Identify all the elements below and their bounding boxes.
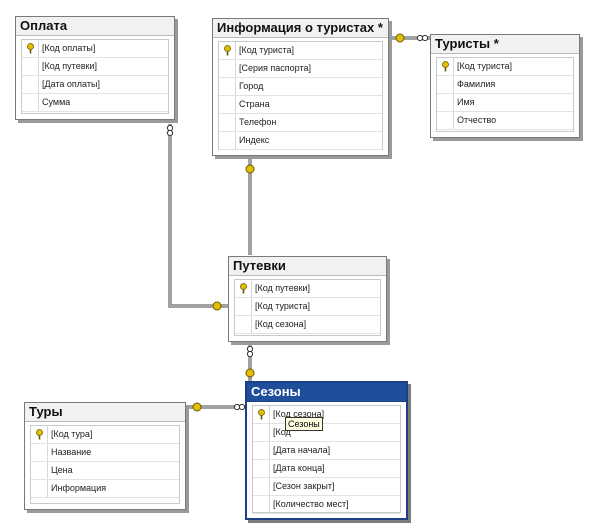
- key-icon: [224, 45, 231, 56]
- key-endpoint-tury: [192, 402, 202, 412]
- column-row[interactable]: Страна: [219, 96, 382, 114]
- column-row[interactable]: [Дата оплаты]: [22, 76, 168, 94]
- column-name: [Код тура]: [51, 429, 93, 439]
- table-title: Оплата: [16, 17, 174, 36]
- column-name: [Код путевки]: [255, 283, 310, 293]
- infinity-endpoint-tury: [233, 403, 246, 411]
- column-grid: [Код туриста] Фамилия Имя Отчество: [436, 57, 574, 132]
- column-name: [Код путевки]: [42, 61, 97, 71]
- column-name: [Сезон закрыт]: [273, 481, 335, 491]
- column-row[interactable]: [Код сезона]: [235, 316, 380, 334]
- key-icon: [240, 283, 247, 294]
- column-row[interactable]: Фамилия: [437, 76, 573, 94]
- infinity-endpoint-turisty: [416, 34, 429, 42]
- column-name: [Код туриста]: [255, 301, 310, 311]
- key-icon: [258, 409, 265, 420]
- column-grid: [Код тура] Название Цена Информация: [30, 425, 180, 504]
- column-row[interactable]: [Дата начала]: [253, 442, 400, 460]
- column-row[interactable]: [Серия паспорта]: [219, 60, 382, 78]
- table-title: Сезоны: [247, 383, 406, 402]
- column-name: [Код туриста]: [457, 61, 512, 71]
- table-title: Туристы *: [431, 35, 579, 54]
- column-name: [Код туриста]: [239, 45, 294, 55]
- column-name: [Дата начала]: [273, 445, 331, 455]
- column-grid: [Код сезона] [Код [Дата начала] [Дата ко…: [252, 405, 401, 514]
- column-row[interactable]: [Код туриста]: [437, 58, 573, 76]
- column-row[interactable]: Цена: [31, 462, 179, 480]
- column-name: [Код сезона]: [273, 409, 325, 419]
- column-row[interactable]: Информация: [31, 480, 179, 498]
- table-title: Информация о туристах *: [213, 19, 388, 38]
- column-row[interactable]: [Количество мест]: [253, 496, 400, 514]
- key-endpoint-info-right: [395, 33, 405, 43]
- column-row[interactable]: Город: [219, 78, 382, 96]
- column-name: Телефон: [239, 117, 277, 127]
- column-name: [Количество мест]: [273, 499, 349, 509]
- table-putevki[interactable]: Путевки [Код путевки] [Код туриста] [Код…: [228, 256, 387, 342]
- column-row[interactable]: Отчество: [437, 112, 573, 130]
- column-row[interactable]: [Код путевки]: [235, 280, 380, 298]
- infinity-endpoint-oplata: [166, 124, 174, 137]
- table-title: Путевки: [229, 257, 386, 276]
- column-name: [Дата конца]: [273, 463, 325, 473]
- column-name: [Код сезона]: [255, 319, 307, 329]
- key-icon: [442, 61, 449, 72]
- column-row[interactable]: Индекс: [219, 132, 382, 150]
- column-row[interactable]: Имя: [437, 94, 573, 112]
- column-row[interactable]: [Код: [253, 424, 400, 442]
- column-name: Город: [239, 81, 264, 91]
- column-name: Имя: [457, 97, 475, 107]
- key-icon: [27, 43, 34, 54]
- column-row[interactable]: Телефон: [219, 114, 382, 132]
- column-row[interactable]: [Дата конца]: [253, 460, 400, 478]
- table-tury[interactable]: Туры [Код тура] Название Цена Информация: [24, 402, 186, 510]
- column-name: [Код: [273, 427, 291, 437]
- column-grid: [Код оплаты] [Код путевки] [Дата оплаты]…: [21, 39, 169, 114]
- column-grid: [Код туриста] [Серия паспорта] Город Стр…: [218, 41, 383, 150]
- column-name: Индекс: [239, 135, 270, 145]
- column-name: Отчество: [457, 115, 497, 125]
- column-name: Информация: [51, 483, 107, 493]
- column-name: [Серия паспорта]: [239, 63, 312, 73]
- column-name: Цена: [51, 465, 73, 475]
- table-title: Туры: [25, 403, 185, 422]
- column-row[interactable]: [Код путевки]: [22, 58, 168, 76]
- column-name: Сумма: [42, 97, 71, 107]
- table-name-tooltip: Сезоны: [285, 417, 323, 431]
- key-endpoint-putevki: [212, 301, 222, 311]
- column-row[interactable]: Название: [31, 444, 179, 462]
- column-row[interactable]: [Код тура]: [31, 426, 179, 444]
- key-endpoint-sezony: [245, 368, 255, 378]
- column-row[interactable]: [Код сезона]: [253, 406, 400, 424]
- table-oplata[interactable]: Оплата [Код оплаты] [Код путевки] [Дата …: [15, 16, 175, 120]
- infinity-endpoint-putevki: [246, 345, 254, 358]
- key-icon: [36, 429, 43, 440]
- table-sezony[interactable]: Сезоны [Код сезона] [Код [Дата начала] […: [245, 381, 408, 520]
- column-row[interactable]: [Код туриста]: [235, 298, 380, 316]
- column-row[interactable]: Сумма: [22, 94, 168, 112]
- table-turisty[interactable]: Туристы * [Код туриста] Фамилия Имя Отче…: [430, 34, 580, 138]
- column-row[interactable]: [Сезон закрыт]: [253, 478, 400, 496]
- column-name: [Код оплаты]: [42, 43, 96, 53]
- column-row[interactable]: [Код оплаты]: [22, 40, 168, 58]
- column-name: Страна: [239, 99, 270, 109]
- column-grid: [Код путевки] [Код туриста] [Код сезона]: [234, 279, 381, 336]
- key-endpoint-info: [245, 164, 255, 174]
- column-row[interactable]: [Код туриста]: [219, 42, 382, 60]
- column-name: Фамилия: [457, 79, 496, 89]
- column-name: Название: [51, 447, 92, 457]
- table-informatsiya-o-turistakh[interactable]: Информация о туристах * [Код туриста] [С…: [212, 18, 389, 156]
- column-name: [Дата оплаты]: [42, 79, 100, 89]
